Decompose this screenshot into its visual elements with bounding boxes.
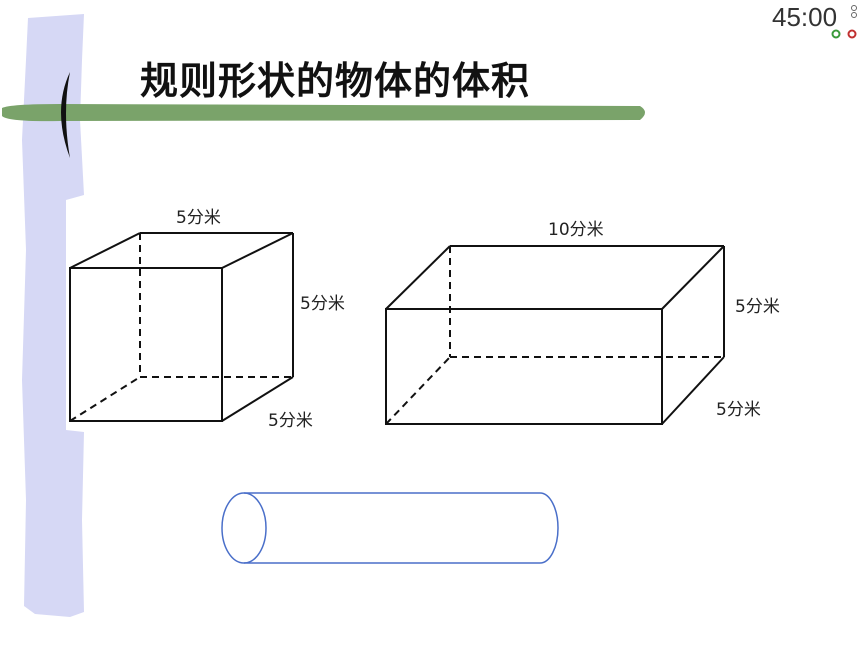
- cube-diagram: [69, 232, 294, 422]
- timer-start-icon: [831, 29, 841, 39]
- countdown-timer[interactable]: 45:00: [772, 2, 838, 32]
- title-underline-bar: [2, 104, 645, 122]
- cube-top-left-edge: [69, 232, 141, 269]
- cylinder-left-end: [221, 492, 267, 564]
- cube-depth-label: 5分米: [268, 411, 313, 431]
- cuboid-top-left-edge: [385, 245, 451, 310]
- page-title: 规则形状的物体的体积: [140, 59, 531, 103]
- cube-front-face: [69, 267, 223, 422]
- cylinder-body: [244, 492, 559, 564]
- left-sidebar-decoration: [22, 14, 84, 617]
- cuboid-top-label: 10分米: [548, 220, 604, 240]
- cylinder-diagram: [221, 492, 559, 564]
- cube-side-label: 5分米: [300, 294, 345, 314]
- cube-top-label: 5分米: [176, 208, 221, 228]
- cube-bottom-right-edge: [221, 376, 294, 422]
- timer-controls-icon: [831, 5, 857, 39]
- timer-stop-icon: [847, 29, 857, 39]
- cuboid-top-right-edge: [661, 245, 725, 310]
- bracket-accent: [61, 72, 70, 158]
- cuboid-diagram: [385, 245, 725, 425]
- cuboid-front-face: [385, 308, 663, 425]
- cube-hidden-depth-edge: [69, 376, 141, 422]
- cuboid-hidden-depth-edge: [385, 356, 451, 425]
- cuboid-side-label: 5分米: [735, 297, 780, 317]
- cuboid-bottom-right-edge: [661, 356, 725, 425]
- cube-top-right-edge: [221, 232, 294, 269]
- timer-dot-icon: [851, 12, 857, 18]
- cuboid-depth-label: 5分米: [716, 400, 761, 420]
- timer-dot-icon: [851, 5, 857, 11]
